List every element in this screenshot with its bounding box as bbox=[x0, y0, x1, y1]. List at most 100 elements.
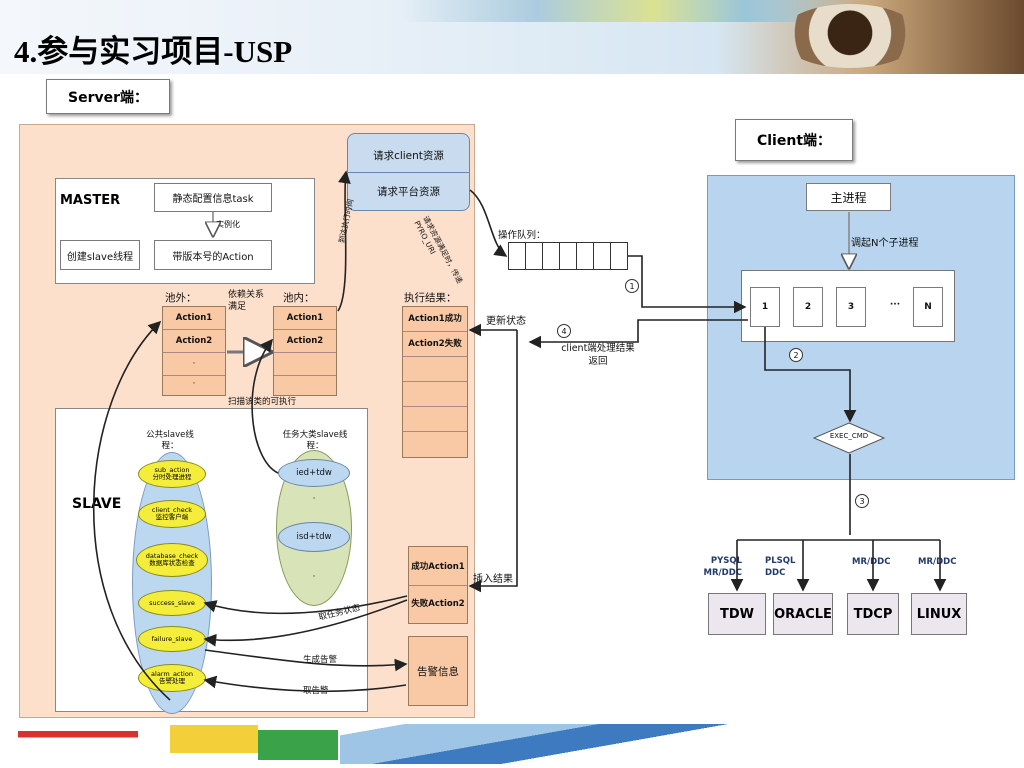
failure-slave-name: failure_slave bbox=[151, 634, 193, 643]
alarm-action-desc: 告警处理 bbox=[159, 677, 185, 685]
failure-slave-node: failure_slave bbox=[138, 626, 206, 652]
fetch-status-arrow-2 bbox=[203, 599, 408, 647]
scan-loop-arrow bbox=[251, 338, 279, 474]
linux-note: MR/DDC bbox=[918, 557, 957, 567]
tdcp-note: MR/DDC bbox=[852, 557, 891, 567]
insert-result-vertical bbox=[468, 330, 518, 593]
pool-in-item: Action2 bbox=[274, 330, 336, 353]
update-status-label: 更新状态 bbox=[486, 316, 526, 327]
op-queue-label: 操作队列： bbox=[498, 230, 546, 241]
pool-in-list: Action1 Action2 bbox=[273, 306, 337, 396]
marker-2: 2 bbox=[789, 348, 803, 362]
header-stripes bbox=[400, 0, 860, 22]
exec-cmd-label: EXEC_CMD bbox=[829, 432, 869, 440]
pool-to-resource bbox=[337, 170, 351, 312]
exec-cmd-diamond-shape bbox=[812, 422, 886, 454]
slave-label: SLAVE bbox=[72, 496, 122, 512]
pool-out-item: Action1 bbox=[163, 307, 225, 330]
pool-in-label: 池内： bbox=[283, 292, 315, 304]
server-label: Server端： bbox=[46, 79, 170, 114]
target-tdcp: TDCP bbox=[847, 593, 899, 635]
dependency-label: 依赖关系满足 bbox=[228, 290, 265, 312]
client-return-line bbox=[528, 319, 748, 349]
task-slave-item: · bbox=[312, 494, 316, 504]
task-slave-item: isd+tdw bbox=[278, 522, 350, 552]
fetch-alarm-arrow bbox=[203, 675, 407, 693]
sub-action-desc: 分时处理进程 bbox=[152, 473, 192, 481]
database-check-name: database_check bbox=[145, 552, 199, 560]
fetch-status-arrow bbox=[203, 595, 408, 615]
master-label: MASTER bbox=[60, 193, 121, 208]
client-return-label: client端处理结果返回 bbox=[561, 343, 635, 367]
client-check-name: client_check bbox=[151, 506, 193, 514]
marker-1: 1 bbox=[625, 279, 639, 293]
pool-in-item: Action1 bbox=[274, 307, 336, 330]
database-check-desc: 数据库状态检查 bbox=[149, 559, 195, 567]
success-slave-name: success_slave bbox=[149, 598, 195, 607]
exec-result-item: Action2失败 bbox=[403, 332, 467, 357]
exec-result-item bbox=[403, 382, 467, 407]
gen-alarm-label: 生成告警 bbox=[303, 655, 338, 665]
tdw-note: PYSQL MR/DDC bbox=[703, 556, 742, 578]
instantiate-label: 实例化 bbox=[216, 220, 240, 229]
footer-stripe-green bbox=[258, 730, 338, 760]
insert-result-box: 成功Action1 失败Action2 bbox=[408, 546, 468, 624]
insert-result-label: 插入结果 bbox=[473, 574, 513, 585]
task-slave-item: · bbox=[312, 572, 316, 582]
footer-stripe-red bbox=[18, 722, 138, 744]
spawn-label: 调起N个子进程 bbox=[851, 238, 919, 249]
exec-result-item bbox=[403, 357, 467, 382]
create-slave-box: 创建slave线程 bbox=[60, 240, 140, 270]
target-linux: LINUX bbox=[911, 593, 967, 635]
footer-stripe-blue bbox=[340, 724, 760, 764]
pool-in-item bbox=[274, 353, 336, 376]
platform-resource-label: 请求平台资源 bbox=[377, 186, 440, 198]
alarm-info-box: 告警信息 bbox=[408, 636, 468, 706]
process-1: 1 bbox=[750, 287, 780, 327]
process-3: 3 bbox=[836, 287, 866, 327]
action-version-box: 带版本号的Action bbox=[154, 240, 272, 270]
footer-stripe-yellow bbox=[170, 725, 258, 753]
resource-to-queue bbox=[469, 189, 508, 257]
slave-loop-arrow bbox=[92, 320, 171, 701]
page-title: 4.参与实习项目-USP bbox=[14, 34, 293, 69]
marker-3: 3 bbox=[855, 494, 869, 508]
task-thread-label: 任务大类slave线程： bbox=[282, 430, 348, 451]
pool-out-item: · bbox=[192, 379, 196, 389]
exec-cmd-diamond bbox=[812, 422, 886, 454]
pool-out-list: Action1 Action2 · · bbox=[162, 306, 226, 396]
public-thread-label: 公共slave线程： bbox=[146, 430, 194, 451]
success-action-label: 成功Action1 bbox=[409, 547, 467, 586]
exec-result-item bbox=[403, 407, 467, 432]
gen-alarm-arrow bbox=[204, 649, 408, 672]
pool-out-label: 池外： bbox=[165, 292, 197, 304]
client-proc-to-exec bbox=[764, 327, 857, 423]
alarm-action-name: alarm_action bbox=[151, 670, 193, 678]
queue-to-client bbox=[628, 255, 747, 314]
client-check-desc: 监控客户端 bbox=[155, 513, 189, 521]
oracle-note: PLSQL DDC bbox=[765, 556, 796, 578]
task-slave-item: ied+tdw bbox=[278, 459, 350, 487]
sub-action-name: sub_action bbox=[154, 466, 190, 474]
main-process-box: 主进程 bbox=[806, 183, 891, 211]
marker-4: 4 bbox=[557, 324, 571, 338]
exec-result-list: Action1成功 Action2失败 bbox=[402, 306, 468, 458]
exec-result-item: Action1成功 bbox=[403, 307, 467, 332]
coffee-cup-icon bbox=[780, 4, 920, 68]
process-n: N bbox=[913, 287, 943, 327]
op-queue bbox=[508, 242, 628, 270]
client-resource-label: 请求client资源 bbox=[373, 150, 444, 162]
process-ellipsis: ··· bbox=[889, 300, 901, 310]
target-tdw: TDW bbox=[708, 593, 766, 635]
fail-action-label: 失败Action2 bbox=[411, 599, 465, 609]
static-task-box: 静态配置信息task bbox=[154, 183, 272, 212]
client-label: Client端： bbox=[735, 119, 853, 161]
pool-out-item: Action2 bbox=[163, 330, 225, 353]
resource-divider bbox=[347, 172, 470, 173]
target-oracle: ORACLE bbox=[773, 593, 833, 635]
